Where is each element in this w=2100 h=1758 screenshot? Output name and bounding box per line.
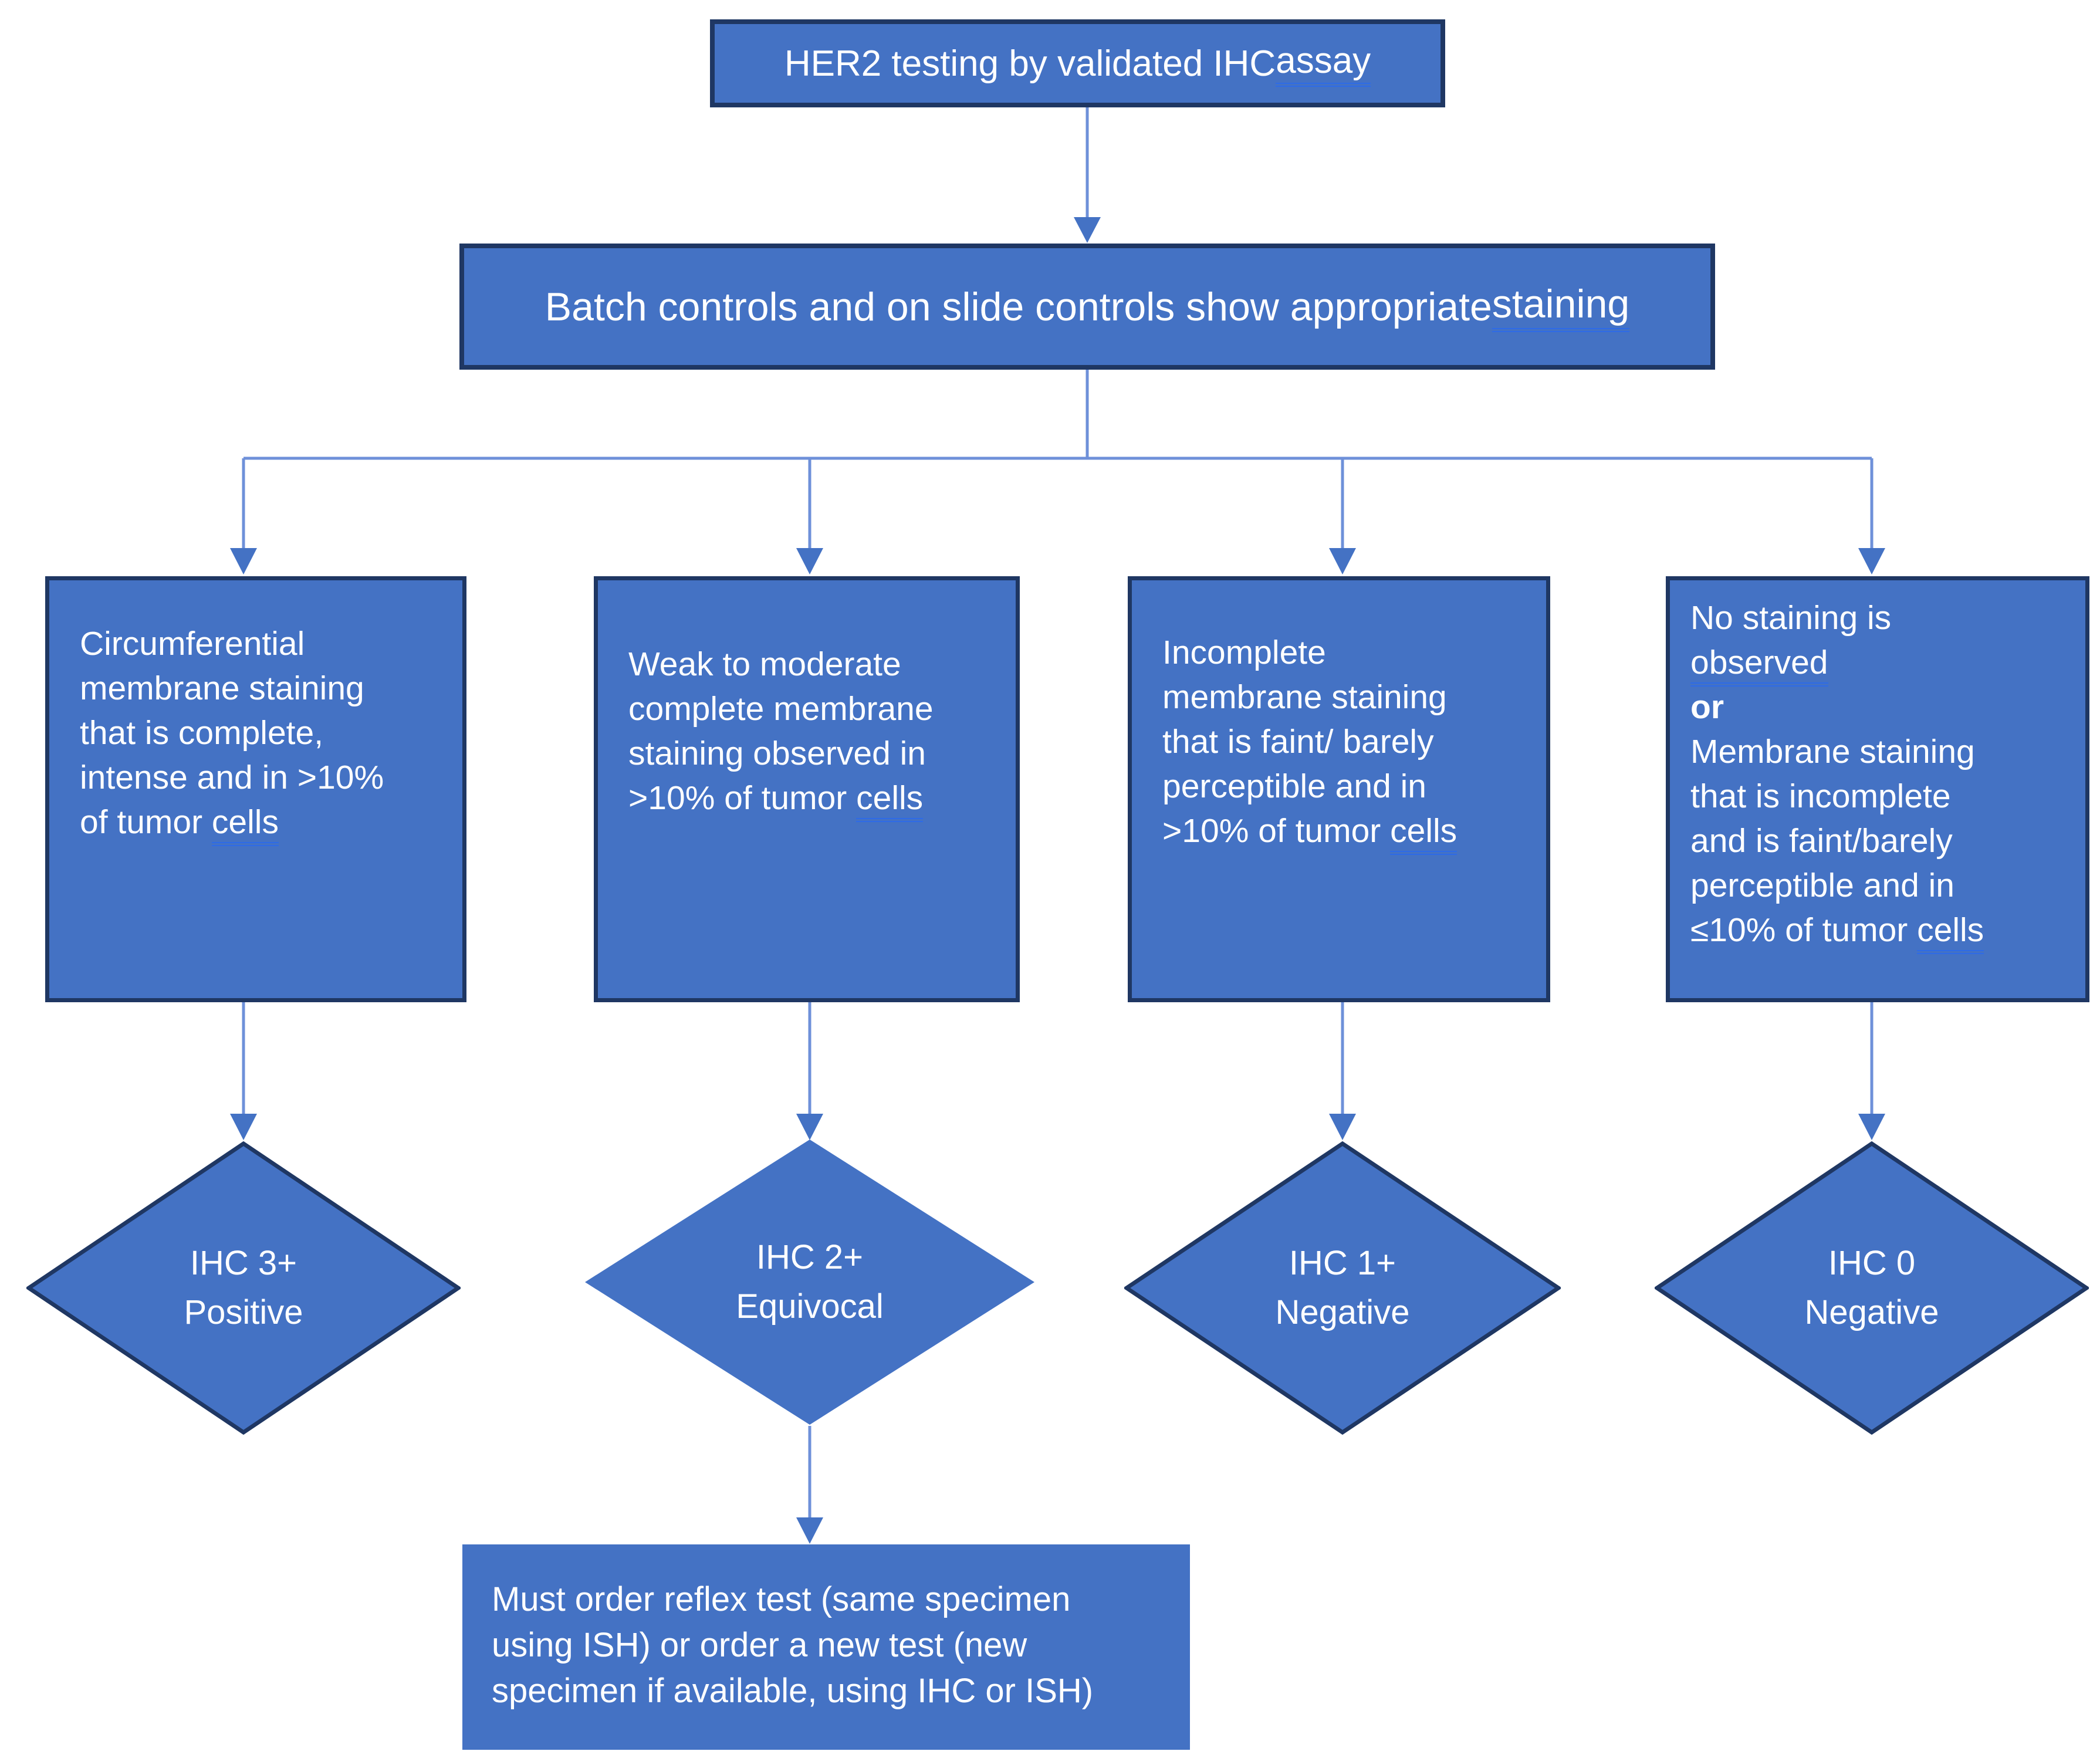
- controls-underlined-word: staining: [1492, 281, 1630, 332]
- diamond-ihc0-line2: Negative: [1804, 1293, 1939, 1331]
- diamond-ihc2-shape: [585, 1140, 1034, 1425]
- reflex-test-text: Must order reflex test (same specimen us…: [492, 1580, 1094, 1710]
- criteria-text-ihc0-line2: Membrane staining that is incomplete and…: [1690, 733, 1975, 949]
- diamond-ihc1-negative: IHC 1+ Negative: [1124, 1141, 1561, 1435]
- diamond-ihc0-negative: IHC 0 Negative: [1655, 1141, 2089, 1435]
- criteria-underlined-ihc0-observed: observed: [1690, 644, 1828, 687]
- criteria-box-ihc0: No staining is observed or Membrane stai…: [1666, 576, 2089, 1002]
- arrowhead-into-ihc2-diamond: [796, 1114, 823, 1140]
- diamond-ihc3-positive: IHC 3+ Positive: [26, 1141, 461, 1435]
- criteria-text-ihc2: Weak to moderate complete membrane stain…: [628, 645, 934, 817]
- arrowhead-into-reflex-box: [796, 1517, 823, 1544]
- diamond-ihc2-line2: Equivocal: [736, 1287, 884, 1326]
- diamond-ihc3-line2: Positive: [184, 1293, 303, 1331]
- diamond-ihc3-label: IHC 3+ Positive: [26, 1141, 461, 1435]
- criteria-box-ihc1: Incomplete membrane staining that is fai…: [1128, 576, 1550, 1002]
- diamond-ihc1-label: IHC 1+ Negative: [1124, 1141, 1561, 1435]
- arrowhead-into-ihc1-diamond: [1329, 1114, 1356, 1140]
- diamond-ihc1-line1: IHC 1+: [1289, 1244, 1396, 1282]
- criteria-text-ihc0-line1: No staining is: [1690, 599, 1892, 637]
- arrowhead-into-ihc3-box: [230, 548, 257, 574]
- arrowhead-into-ihc1-box: [1329, 548, 1356, 574]
- diamond-ihc2-line1: IHC 2+: [756, 1238, 864, 1276]
- diamond-ihc1-line2: Negative: [1275, 1293, 1410, 1331]
- criteria-underlined-ihc0-cells: cells: [1917, 911, 1984, 954]
- diamond-ihc1-shape: [1124, 1141, 1561, 1435]
- criteria-box-ihc3: Circumferential membrane staining that i…: [45, 576, 466, 1002]
- diamond-ihc2-label: IHC 2+ Equivocal: [584, 1138, 1036, 1426]
- controls-text: Batch controls and on slide controls sho…: [545, 284, 1492, 329]
- diamond-ihc0-line1: IHC 0: [1828, 1244, 1916, 1282]
- criteria-ihc0-line1: No staining is observed: [1690, 596, 2062, 687]
- controls-box-batch-controls: Batch controls and on slide controls sho…: [459, 244, 1715, 370]
- criteria-text-ihc1: Incomplete membrane staining that is fai…: [1162, 634, 1447, 850]
- arrowhead-into-ihc2-box: [796, 548, 823, 574]
- diamond-ihc3-shape: [26, 1141, 461, 1435]
- criteria-underlined-ihc2: cells: [856, 779, 924, 822]
- arrowhead-into-ihc0-diamond: [1858, 1114, 1885, 1140]
- arrowhead-into-ihc3-diamond: [230, 1114, 257, 1140]
- diamond-ihc0-shape: [1655, 1141, 2089, 1435]
- diamond-ihc3-line1: IHC 3+: [190, 1244, 297, 1282]
- criteria-underlined-ihc3: cells: [211, 803, 279, 846]
- criteria-box-ihc2: Weak to moderate complete membrane stain…: [594, 576, 1020, 1002]
- reflex-test-box: Must order reflex test (same specimen us…: [462, 1544, 1190, 1750]
- criteria-underlined-ihc1: cells: [1390, 812, 1458, 855]
- diamond-ihc2-equivocal: IHC 2+ Equivocal: [584, 1138, 1036, 1426]
- criteria-text-ihc3: Circumferential membrane staining that i…: [80, 625, 384, 841]
- criteria-ihc0-line2: Membrane staining that is incomplete and…: [1690, 729, 2062, 954]
- title-underlined-word: assay: [1276, 40, 1371, 87]
- diamond-ihc0-label: IHC 0 Negative: [1655, 1141, 2089, 1435]
- arrowhead-into-controls: [1074, 217, 1101, 243]
- title-text: HER2 testing by validated IHC: [784, 43, 1276, 84]
- arrowhead-into-ihc0-box: [1858, 548, 1885, 574]
- title-box-her2-testing: HER2 testing by validated IHC assay: [710, 19, 1445, 107]
- criteria-ihc0-or: or: [1690, 688, 1724, 726]
